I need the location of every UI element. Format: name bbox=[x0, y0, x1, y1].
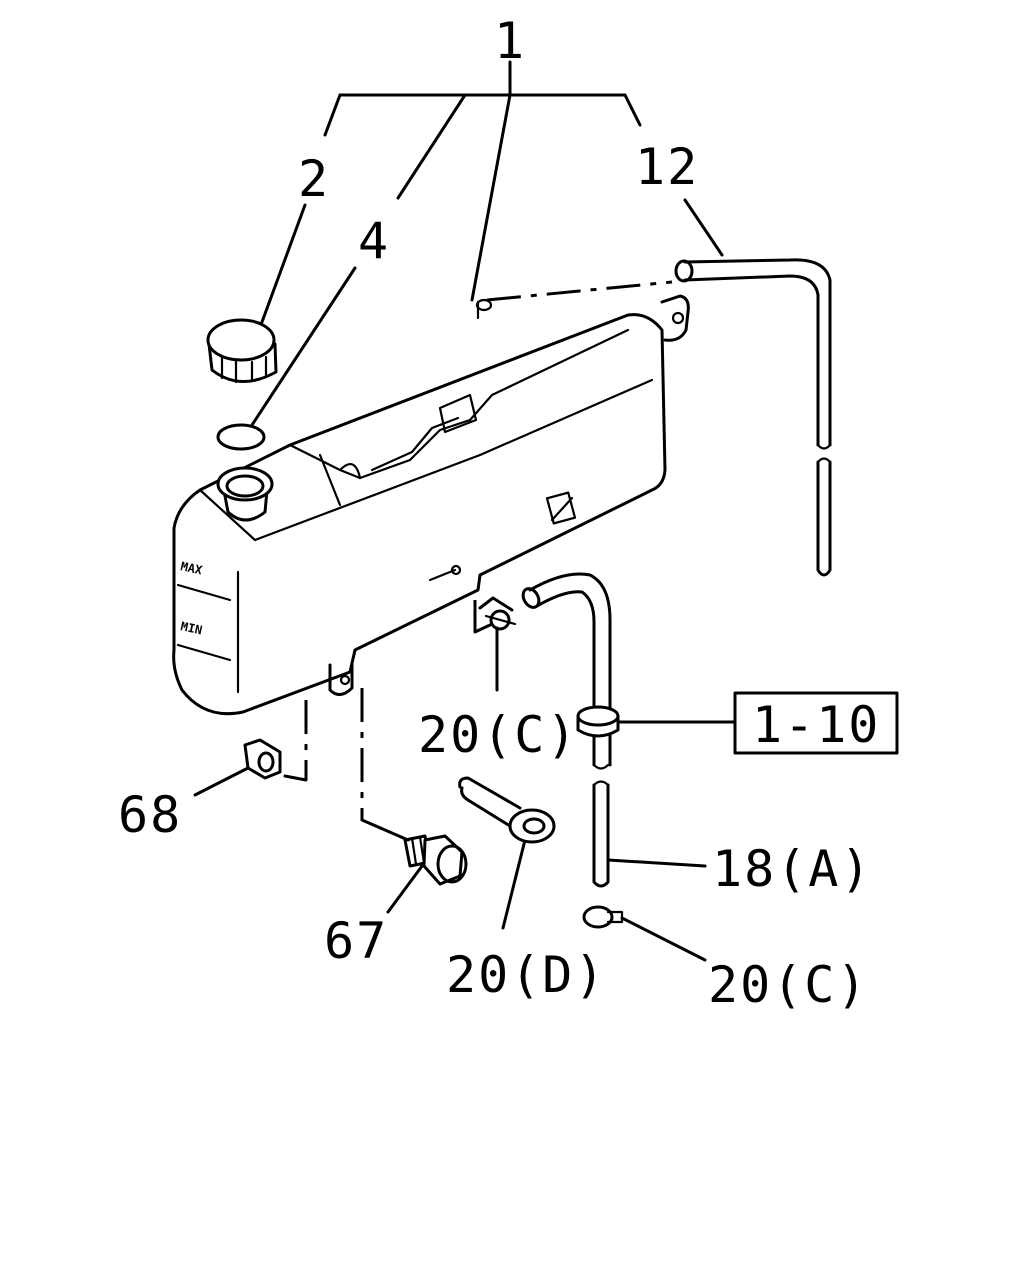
label-part-67: 67 bbox=[324, 912, 388, 970]
leader-lines bbox=[193, 198, 735, 962]
gasket-ring bbox=[216, 423, 266, 451]
hose-clip-lower bbox=[582, 905, 624, 929]
label-part-12: 12 bbox=[635, 138, 699, 196]
reservoir-tank: MAX MIN bbox=[172, 294, 690, 716]
overflow-hose bbox=[674, 258, 832, 577]
hose-clamp bbox=[458, 776, 556, 844]
label-part-1: 1 bbox=[494, 12, 526, 70]
label-part-20c-lower: 20(C) bbox=[708, 956, 869, 1014]
min-mark: MIN bbox=[179, 619, 203, 637]
label-part-18a: 18(A) bbox=[712, 840, 873, 898]
max-mark: MAX bbox=[179, 559, 204, 577]
hose-clip-upper bbox=[478, 596, 517, 631]
label-part-20d: 20(D) bbox=[446, 946, 607, 1004]
callout-box-1-10 bbox=[733, 691, 899, 755]
part-labels: 1 2 4 12 68 67 20(C) 20(D) 18(A) 20(C) 1… bbox=[118, 12, 880, 1014]
label-part-4: 4 bbox=[358, 212, 390, 270]
drain-hose bbox=[521, 572, 620, 888]
nut-part bbox=[243, 738, 282, 780]
cap-part bbox=[206, 318, 278, 384]
leader-tree-1 bbox=[323, 60, 642, 302]
bolt-part bbox=[403, 834, 468, 886]
label-part-20c-upper: 20(C) bbox=[418, 706, 579, 764]
label-part-2: 2 bbox=[298, 150, 330, 208]
label-part-68: 68 bbox=[118, 786, 182, 844]
label-part-1-10: 1-10 bbox=[752, 696, 880, 754]
assembly-lines bbox=[283, 280, 673, 842]
